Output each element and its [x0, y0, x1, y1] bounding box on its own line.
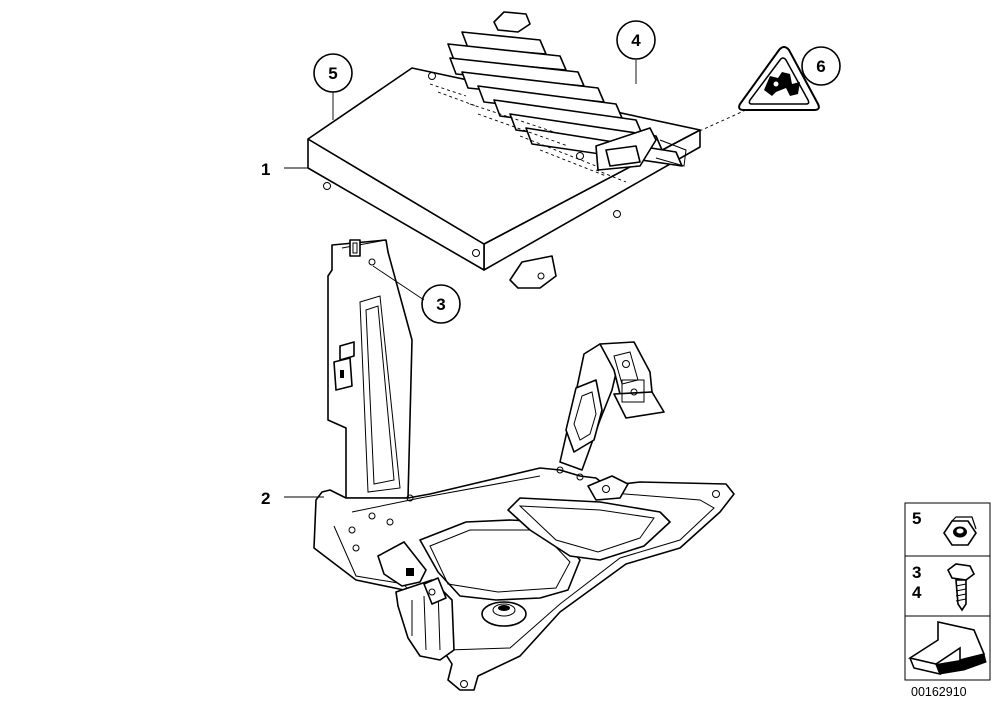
legend-bolt-number-4: 4: [912, 583, 922, 602]
label-2: 2: [261, 489, 270, 508]
label-1: 1: [261, 160, 270, 179]
bolt-icon: [946, 563, 976, 612]
amplifier-unit: [307, 11, 701, 289]
svg-text:6: 6: [816, 57, 825, 76]
svg-text:3: 3: [436, 295, 445, 314]
legend-bolt-number-3: 3: [912, 563, 921, 582]
leader-lines: [284, 60, 747, 498]
heat-sink: [447, 11, 687, 171]
callout-4: 4: [616, 20, 656, 60]
callout-6: 6: [801, 46, 841, 86]
diagram-code: 00162910: [911, 685, 967, 699]
fastener-legend: 5 3 4 00162910: [904, 502, 991, 699]
legend-nut-number: 5: [912, 509, 921, 528]
callout-3: 3: [421, 284, 461, 324]
hex-nut-icon: [943, 516, 977, 546]
svg-text:4: 4: [631, 31, 641, 50]
svg-text:5: 5: [328, 64, 337, 83]
mounting-bracket: [313, 239, 735, 691]
callout-5: 5: [313, 53, 353, 93]
vent-slots: [429, 83, 627, 183]
warning-label-icon: [738, 46, 820, 111]
arrow-direction-icon: [907, 621, 987, 676]
